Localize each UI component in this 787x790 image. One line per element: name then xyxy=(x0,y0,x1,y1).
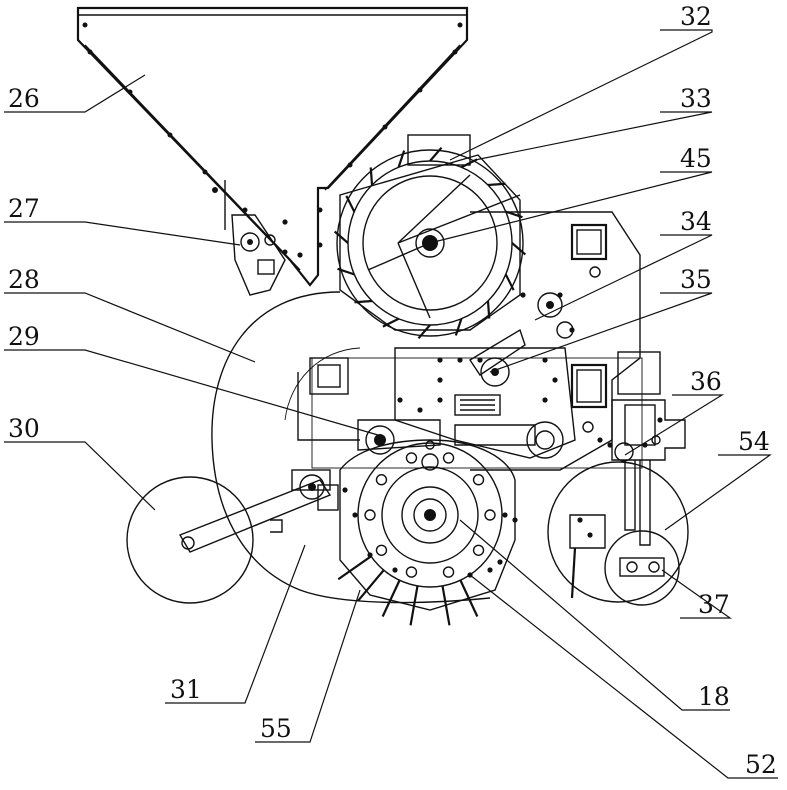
label-54: 54 xyxy=(738,427,770,456)
label-26: 26 xyxy=(8,84,40,113)
bolt xyxy=(487,567,492,572)
bolt xyxy=(520,292,525,297)
large-disc xyxy=(212,292,490,603)
bolt xyxy=(542,397,547,402)
bolt xyxy=(557,292,562,297)
label-52: 52 xyxy=(745,750,777,779)
bolt xyxy=(397,397,402,402)
bolt xyxy=(282,219,287,224)
rotor-bolt xyxy=(444,453,454,463)
bolt xyxy=(552,377,557,382)
seeding-rotor xyxy=(340,440,515,610)
leader-lines xyxy=(4,30,778,778)
bolt xyxy=(417,407,422,412)
label-18: 18 xyxy=(698,682,730,711)
label-45: 45 xyxy=(680,144,712,173)
bolt xyxy=(392,567,397,572)
label-35: 35 xyxy=(680,265,712,294)
rotor-spike xyxy=(338,556,371,579)
label-55: 55 xyxy=(260,714,292,743)
rotor-bolt xyxy=(406,567,416,577)
bolt xyxy=(352,512,357,517)
pivot-arm xyxy=(358,420,563,458)
bolt xyxy=(577,517,582,522)
bolt xyxy=(367,552,372,557)
wheel-tooth xyxy=(371,167,372,185)
wheel-tooth xyxy=(488,184,506,185)
bolt xyxy=(607,442,612,447)
wheel-tooth xyxy=(461,159,477,167)
bolt xyxy=(512,517,517,522)
label-30: 30 xyxy=(8,414,40,443)
front-gauge-wheel xyxy=(127,470,338,603)
wheel-tooth xyxy=(346,196,354,212)
rotor-bolt xyxy=(485,510,495,520)
label-32: 32 xyxy=(680,2,712,31)
wheel-tooth xyxy=(506,274,514,290)
label-27: 27 xyxy=(8,194,40,223)
bolt xyxy=(437,357,442,362)
rotor-bolt xyxy=(444,567,454,577)
rotor-bolt xyxy=(365,510,375,520)
bolt xyxy=(297,252,302,257)
label-36: 36 xyxy=(690,367,722,396)
rotor-bolt xyxy=(474,545,484,555)
linkage-assembly xyxy=(455,293,573,415)
rotor-bolt xyxy=(376,545,386,555)
bolt xyxy=(597,437,602,442)
bolt xyxy=(437,397,442,402)
bolt xyxy=(502,512,507,517)
label-34: 34 xyxy=(680,207,712,236)
wheel-tooth xyxy=(354,301,372,302)
bolt xyxy=(569,327,574,332)
bolt xyxy=(542,357,547,362)
label-37: 37 xyxy=(698,590,730,619)
label-28: 28 xyxy=(8,265,40,294)
bolt xyxy=(587,532,592,537)
bolt xyxy=(457,357,462,362)
rotor-spike xyxy=(460,580,477,616)
label-31: 31 xyxy=(170,675,202,704)
main-frame xyxy=(298,212,642,470)
rotor-bolt xyxy=(474,475,484,485)
bolt xyxy=(657,417,662,422)
label-29: 29 xyxy=(8,322,40,351)
label-33: 33 xyxy=(680,84,712,113)
bolt xyxy=(437,377,442,382)
bolt xyxy=(497,559,502,564)
rotor-bolt xyxy=(406,453,416,463)
wheel-tooth xyxy=(488,301,489,319)
bolt xyxy=(342,487,347,492)
bolt xyxy=(477,357,482,362)
metering-wheel xyxy=(337,135,523,336)
rotor-bolt xyxy=(376,475,386,485)
